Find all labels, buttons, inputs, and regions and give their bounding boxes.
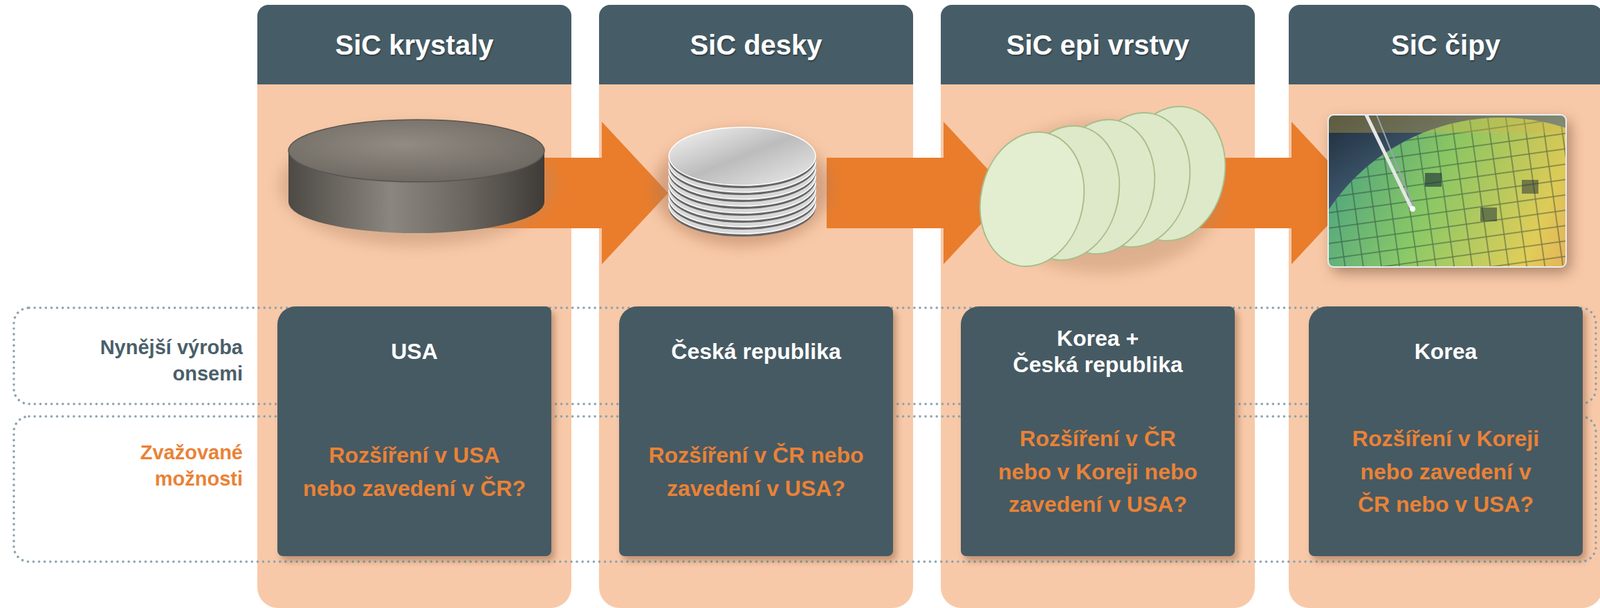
options-area: Rozšíření v USA nebo zavedení v ČR? <box>289 396 539 548</box>
process-column: SiC epi vrstvyKorea + Česká republikaRoz… <box>940 4 1255 608</box>
band-dots <box>13 416 1596 562</box>
options-area: Rozšíření v ČR nebo v Koreji nebo zavede… <box>973 396 1223 548</box>
location-box: USA Rozšíření v USA nebo zavedení v ČR? <box>277 306 552 557</box>
considered-options: Rozšíření v Koreji nebo zavedení v ČR ne… <box>1321 422 1571 521</box>
current-site-area: Korea + Česká republika <box>973 306 1223 397</box>
process-column: SiC krystalyUSA Rozšíření v USA nebo zave… <box>257 4 572 608</box>
current-site: USA <box>390 338 438 365</box>
location-box: KoreaRozšíření v Koreji nebo zavedení v … <box>1308 306 1583 557</box>
band-label-holder: Nynější výroba onsemi <box>56 334 243 388</box>
column-title: SiC epi vrstvy <box>1006 28 1190 62</box>
current-site: Korea + Česká republika <box>973 325 1223 379</box>
considered-options: Rozšíření v USA nebo zavedení v ČR? <box>289 439 539 505</box>
row-label: Zvažované možnosti <box>56 439 243 493</box>
row-label: Nynější výroba onsemi <box>56 334 243 388</box>
location-box: Korea + Česká republikaRozšíření v ČR ne… <box>960 306 1235 557</box>
process-column: SiC čipyKoreaRozšíření v Koreji nebo zav… <box>1288 4 1600 608</box>
column-title: SiC čipy <box>1391 28 1501 62</box>
current-site: Česká republika <box>670 338 841 365</box>
column-header: SiC desky <box>599 4 914 85</box>
column-header: SiC epi vrstvy <box>940 4 1255 85</box>
current-site-area: Korea <box>1321 306 1571 397</box>
location-box: Česká republikaRozšíření v ČR nebo zaved… <box>619 306 894 557</box>
current-site: Korea <box>1414 338 1478 365</box>
band-dots <box>13 307 1596 404</box>
current-site-area: USA <box>289 306 539 397</box>
band-label-holder: Zvažované možnosti <box>56 439 243 493</box>
column-header: SiC krystaly <box>257 4 572 85</box>
considered-options: Rozšíření v ČR nebo v Koreji nebo zavede… <box>973 422 1223 521</box>
options-area: Rozšíření v ČR nebo zavedení v USA? <box>631 396 881 548</box>
options-area: Rozšíření v Koreji nebo zavedení v ČR ne… <box>1321 396 1571 548</box>
considered-options: Rozšíření v ČR nebo zavedení v USA? <box>631 439 881 505</box>
current-site-area: Česká republika <box>631 306 881 397</box>
process-column: SiC deskyČeská republikaRozšíření v ČR n… <box>599 4 914 608</box>
column-title: SiC krystaly <box>334 28 494 62</box>
column-header: SiC čipy <box>1288 4 1600 85</box>
column-title: SiC desky <box>689 28 822 62</box>
